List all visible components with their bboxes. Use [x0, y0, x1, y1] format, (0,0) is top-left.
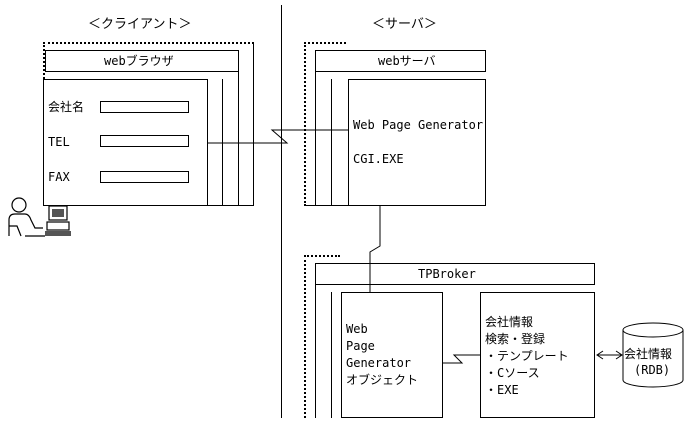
- tpbroker-frame-left-edge2: [331, 292, 332, 418]
- webserver-title: webサーバ: [378, 54, 436, 68]
- tpbroker-frame-left-edge: [315, 263, 316, 418]
- user-at-computer-icon: [8, 197, 71, 237]
- info-line4: ・Cソース: [485, 366, 540, 380]
- object-line2: Page: [346, 339, 375, 353]
- generator-line2: CGI.EXE: [353, 152, 404, 166]
- client-server-divider: [281, 5, 282, 418]
- server-heading: ＜サーバ＞: [372, 17, 437, 32]
- webserver-frame-left-edge: [315, 60, 316, 206]
- tpbroker-title-bar: TPBroker: [315, 263, 595, 285]
- browser-title-bar: webブラウザ: [45, 50, 239, 72]
- object-line4: オブジェクト: [346, 373, 419, 387]
- browser-form-panel: 会社名 TEL FAX: [43, 79, 208, 206]
- browser-frame-inner-edge2: [238, 60, 239, 206]
- fax-field[interactable]: [100, 171, 189, 183]
- generator-object-link: [369, 206, 381, 292]
- tel-label: TEL: [48, 135, 70, 149]
- tel-field[interactable]: [100, 135, 189, 147]
- database-label-line2: (RDB): [634, 363, 671, 377]
- generator-object-box: Web Page Generator オブジェクト: [341, 292, 443, 418]
- arrowhead-right: [615, 350, 623, 360]
- generator-line1: Web Page Generator: [353, 118, 484, 132]
- company-label: 会社名: [48, 100, 85, 114]
- fax-label: FAX: [48, 170, 70, 184]
- webserver-frame-shadow: [304, 42, 346, 206]
- info-line3: ・テンプレート: [485, 349, 569, 363]
- tpbroker-title: TPBroker: [418, 267, 476, 281]
- webserver-frame-bottom: [304, 205, 349, 206]
- company-field[interactable]: [100, 101, 189, 113]
- object-line1: Web: [346, 322, 368, 336]
- arrowhead-left: [596, 350, 604, 360]
- webserver-title-bar: webサーバ: [315, 50, 486, 72]
- browser-generator-link: [208, 129, 348, 144]
- client-heading: ＜クライアント＞: [88, 17, 192, 32]
- webserver-frame-left-edge2: [331, 79, 332, 206]
- info-line2: 検索・登録: [485, 332, 546, 346]
- tpbroker-frame-shadow: [304, 255, 340, 418]
- info-line5: ・EXE: [485, 383, 519, 397]
- object-line3: Generator: [346, 356, 412, 370]
- database-label-line1: 会社情報: [624, 347, 673, 361]
- database-cylinder-icon: [622, 322, 684, 388]
- browser-title: webブラウザ: [104, 54, 174, 68]
- info-line1: 会社情報: [485, 315, 534, 329]
- generator-box: Web Page Generator CGI.EXE: [348, 79, 486, 206]
- object-info-link: [443, 354, 480, 364]
- company-info-box: 会社情報 検索・登録 ・テンプレート ・Cソース ・EXE: [480, 292, 595, 418]
